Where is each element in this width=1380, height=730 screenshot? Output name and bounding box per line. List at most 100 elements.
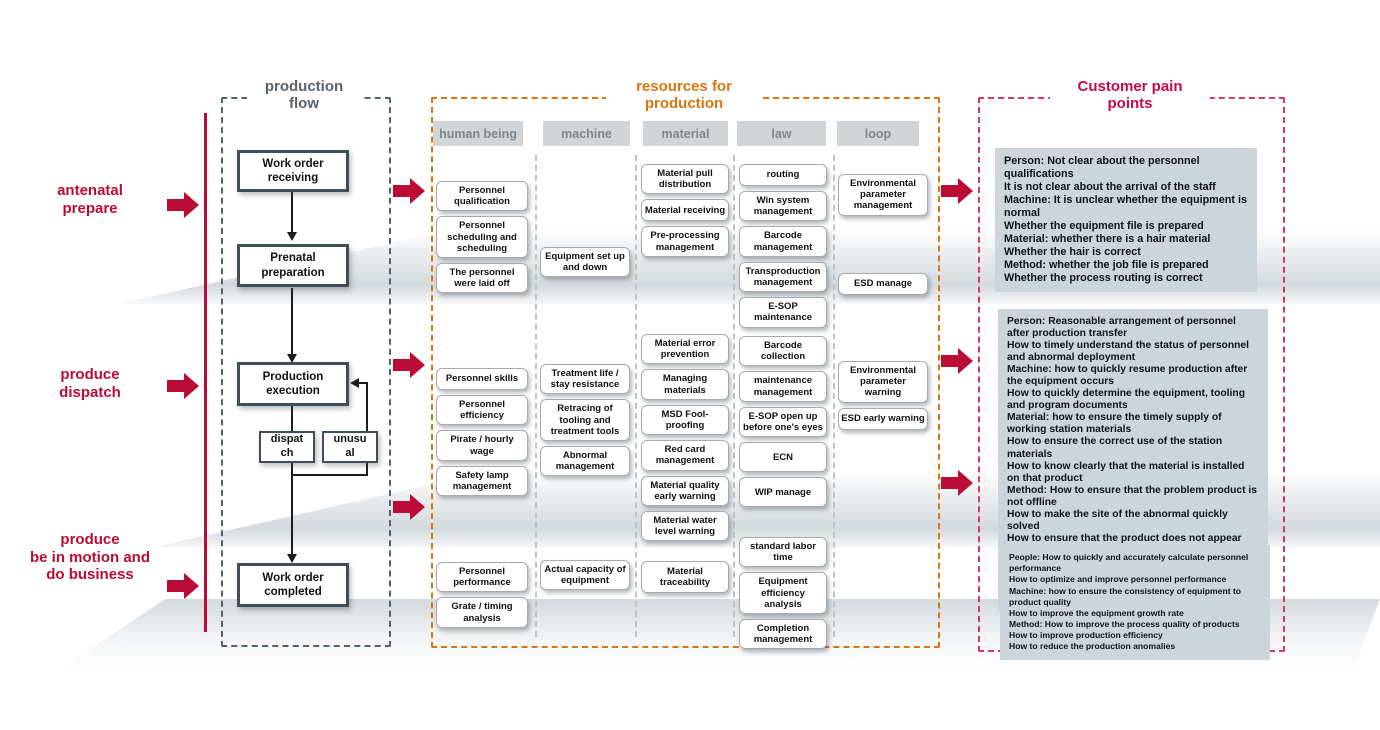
resource-box: Pirate / hourly wage [436,430,528,461]
arrow-shaft [167,580,184,592]
resource-box: Material error prevention [641,334,729,365]
resource-box: Material pull distribution [641,164,729,195]
resource-box: standard labor time [739,537,827,568]
resource-column-machine-row1: Equipment set up and down [540,247,630,278]
resource-column-material-row2: Material error prevention Managing mater… [641,334,729,542]
resource-box: Safety lamp management [436,465,528,497]
loop-connector-top [358,382,368,384]
arrow-shaft [393,185,410,197]
resource-box: Win system management [739,191,827,222]
resource-box: maintenance management [739,371,827,402]
arrow-head [958,178,973,204]
pain-block-antenatal: Person: Not clear about the personnel qu… [995,148,1257,292]
resource-box: Actual capacity of equipment [540,560,630,591]
flow-connector [291,192,293,232]
flow-arrow-icon [287,232,297,241]
resource-box: Completion management [739,619,827,650]
column-header-law: law [737,121,826,146]
resource-box: Managing materials [641,369,729,400]
resource-box: Barcode management [739,226,827,257]
resource-box: Material traceability [641,561,729,593]
pain-block-business: People: How to quickly and accurately ca… [1000,545,1270,660]
arrow-head [410,494,425,520]
arrow-shaft [941,355,958,367]
resources-to-pain-arrow-icon [941,348,974,374]
column-header-machine: machine [543,121,630,146]
arrow-head [184,373,199,399]
stage-arrow-icon [167,573,200,599]
column-separator [733,155,735,637]
flow-box-dispatch: dispat ch [259,431,315,463]
stage-label-produce-business: produce be in motion and do business [30,531,150,584]
flow-connector [291,288,293,354]
resource-column-law-row1: routing Win system management Barcode ma… [739,164,827,328]
resource-box: Personnel performance [436,562,528,593]
resources-to-pain-arrow-icon [941,470,974,496]
stage-label-antenatal-prepare: antenatal prepare [57,182,123,217]
column-header-loop: loop [837,121,919,146]
stage-arrow-icon [167,192,200,218]
resource-box: Material water level warning [641,511,729,542]
arrow-shaft [941,185,958,197]
resource-column-material-row1: Material pull distribution Material rece… [641,164,729,257]
flow-box-unusual: unusu al [322,431,378,463]
arrow-head [410,352,425,378]
resource-box: Material quality early warning [641,475,729,507]
flow-box-work-order-completed: Work order completed [237,563,349,607]
flow-box-production-execution: Production execution [237,362,349,406]
arrow-shaft [393,359,410,371]
resource-box: Personnel scheduling and scheduling [436,216,528,259]
resource-column-human-row3: Personnel performance Grate / timing ana… [436,562,528,628]
loop-arrow-icon [350,378,359,388]
resource-box: Equipment set up and down [540,247,630,278]
arrow-head [410,178,425,204]
resource-column-human-row1: Personnel qualification Personnel schedu… [436,181,528,294]
arrow-head [958,348,973,374]
resource-box: WIP manage [739,477,827,508]
resource-box: ESD manage [838,272,928,295]
arrow-shaft [941,477,958,489]
column-header-material: material [643,121,728,146]
resource-box: routing [739,164,827,186]
resource-box: The personnel were laid off [436,263,528,294]
column-separator [635,155,637,637]
resource-box: ECN [739,442,827,473]
arrow-shaft [167,199,184,211]
flow-to-resources-arrow-icon [393,352,426,378]
stage-arrow-icon [167,373,200,399]
column-header-human-being: human being [433,121,523,146]
resource-box: Barcode collection [739,336,827,367]
resource-box: Equipment efficiency analysis [739,572,827,615]
resource-box: Red card management [641,440,729,471]
pain-points-title: Customer pain points [1050,76,1210,115]
column-separator [535,155,537,637]
timeline-line [204,113,207,632]
resource-box: Grate / timing analysis [436,597,528,628]
loop-connector-bottom [292,474,368,476]
resource-box: Environmental parameter warning [838,361,928,403]
resource-box: Environmental parameter management [838,174,928,216]
resource-box: Retracing of tooling and treatment tools [540,399,630,442]
resource-box: MSD Fool-proofing [641,404,729,436]
resource-column-machine-row2: Treatment life / stay resistance Retraci… [540,364,630,477]
resource-box: Personnel efficiency [436,395,528,426]
resources-title: resources for production [606,76,762,115]
resource-box: E-SOP open up before one's eyes [739,406,827,438]
resource-column-material-row3: Material traceability [641,561,729,593]
resource-box: ESD early warning [838,407,928,430]
resource-box: Material receiving [641,199,729,222]
flow-to-resources-arrow-icon [393,178,426,204]
resource-box: Treatment life / stay resistance [540,364,630,395]
column-separator [833,155,835,637]
loop-connector-right [366,383,368,475]
flow-box-prenatal-preparation: Prenatal preparation [237,244,349,287]
arrow-head [184,192,199,218]
resource-box: E-SOP maintenance [739,297,827,328]
resource-column-loop-row2: Environmental parameter warning ESD earl… [838,361,928,430]
flow-to-resources-arrow-icon [393,494,426,520]
resource-box: Transproduction management [739,261,827,293]
resource-box: Pre-processing management [641,226,729,257]
resource-column-loop-row1: Environmental parameter management ESD m… [838,174,928,295]
arrow-shaft [393,501,410,513]
